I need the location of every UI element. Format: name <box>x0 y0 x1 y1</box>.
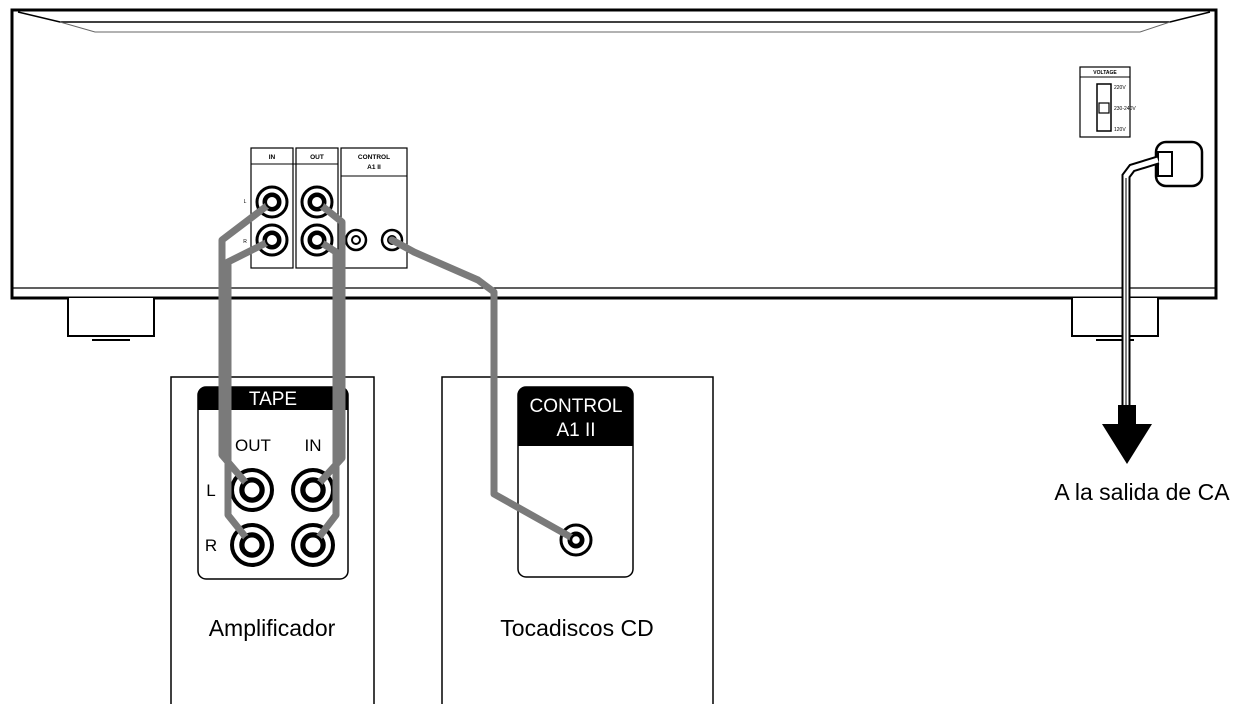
deck-left-foot <box>67 298 155 341</box>
deck-rear-panel <box>10 8 1218 300</box>
cd-header-line1: CONTROL <box>530 396 623 417</box>
amplifier-col-in: IN <box>305 436 322 455</box>
amplifier-header: TAPE <box>249 389 297 410</box>
power-cord <box>1102 140 1204 464</box>
deck-control-label-1: CONTROL <box>358 154 390 161</box>
amplifier-caption: Amplificador <box>209 615 336 641</box>
deck-control-label-2: A1 II <box>367 164 381 171</box>
deck-r-label: R <box>243 239 247 245</box>
deck-l-label: L <box>244 199 247 205</box>
amplifier-header-bg <box>198 387 348 410</box>
cd-player-unit: CONTROL A1 II Tocadiscos CD <box>441 376 714 704</box>
deck-control-jack-1[interactable] <box>344 228 368 252</box>
power-arrow-shaft <box>1118 405 1136 425</box>
cd-caption: Tocadiscos CD <box>500 615 653 641</box>
cable-out-l <box>309 198 346 494</box>
power-arrow-icon <box>1102 424 1152 464</box>
power-caption: A la salida de CA <box>1054 479 1230 505</box>
voltage-option-1: 220V <box>1114 85 1126 91</box>
amplifier-row-l: L <box>206 481 215 500</box>
cable-in-r <box>224 236 276 549</box>
cd-header-line2: A1 II <box>556 420 595 441</box>
voltage-option-2: 230-240V <box>1114 106 1136 112</box>
voltage-option-3: 120V <box>1114 127 1126 133</box>
amplifier-row-r: R <box>205 536 217 555</box>
deck-out-label: OUT <box>310 154 324 161</box>
deck-in-label: IN <box>269 154 276 161</box>
cables <box>218 198 580 549</box>
amplifier-col-out: OUT <box>235 436 271 455</box>
voltage-title: VOLTAGE <box>1093 70 1117 76</box>
voltage-selector[interactable]: VOLTAGE 220V 230-240V 120V <box>1079 66 1136 138</box>
cable-out-r <box>309 236 340 549</box>
cable-in-l <box>218 198 276 494</box>
cd-header-bg <box>518 387 633 446</box>
cable-control <box>388 236 580 544</box>
jack-overlays <box>241 195 583 556</box>
deck-right-foot <box>1071 298 1159 341</box>
